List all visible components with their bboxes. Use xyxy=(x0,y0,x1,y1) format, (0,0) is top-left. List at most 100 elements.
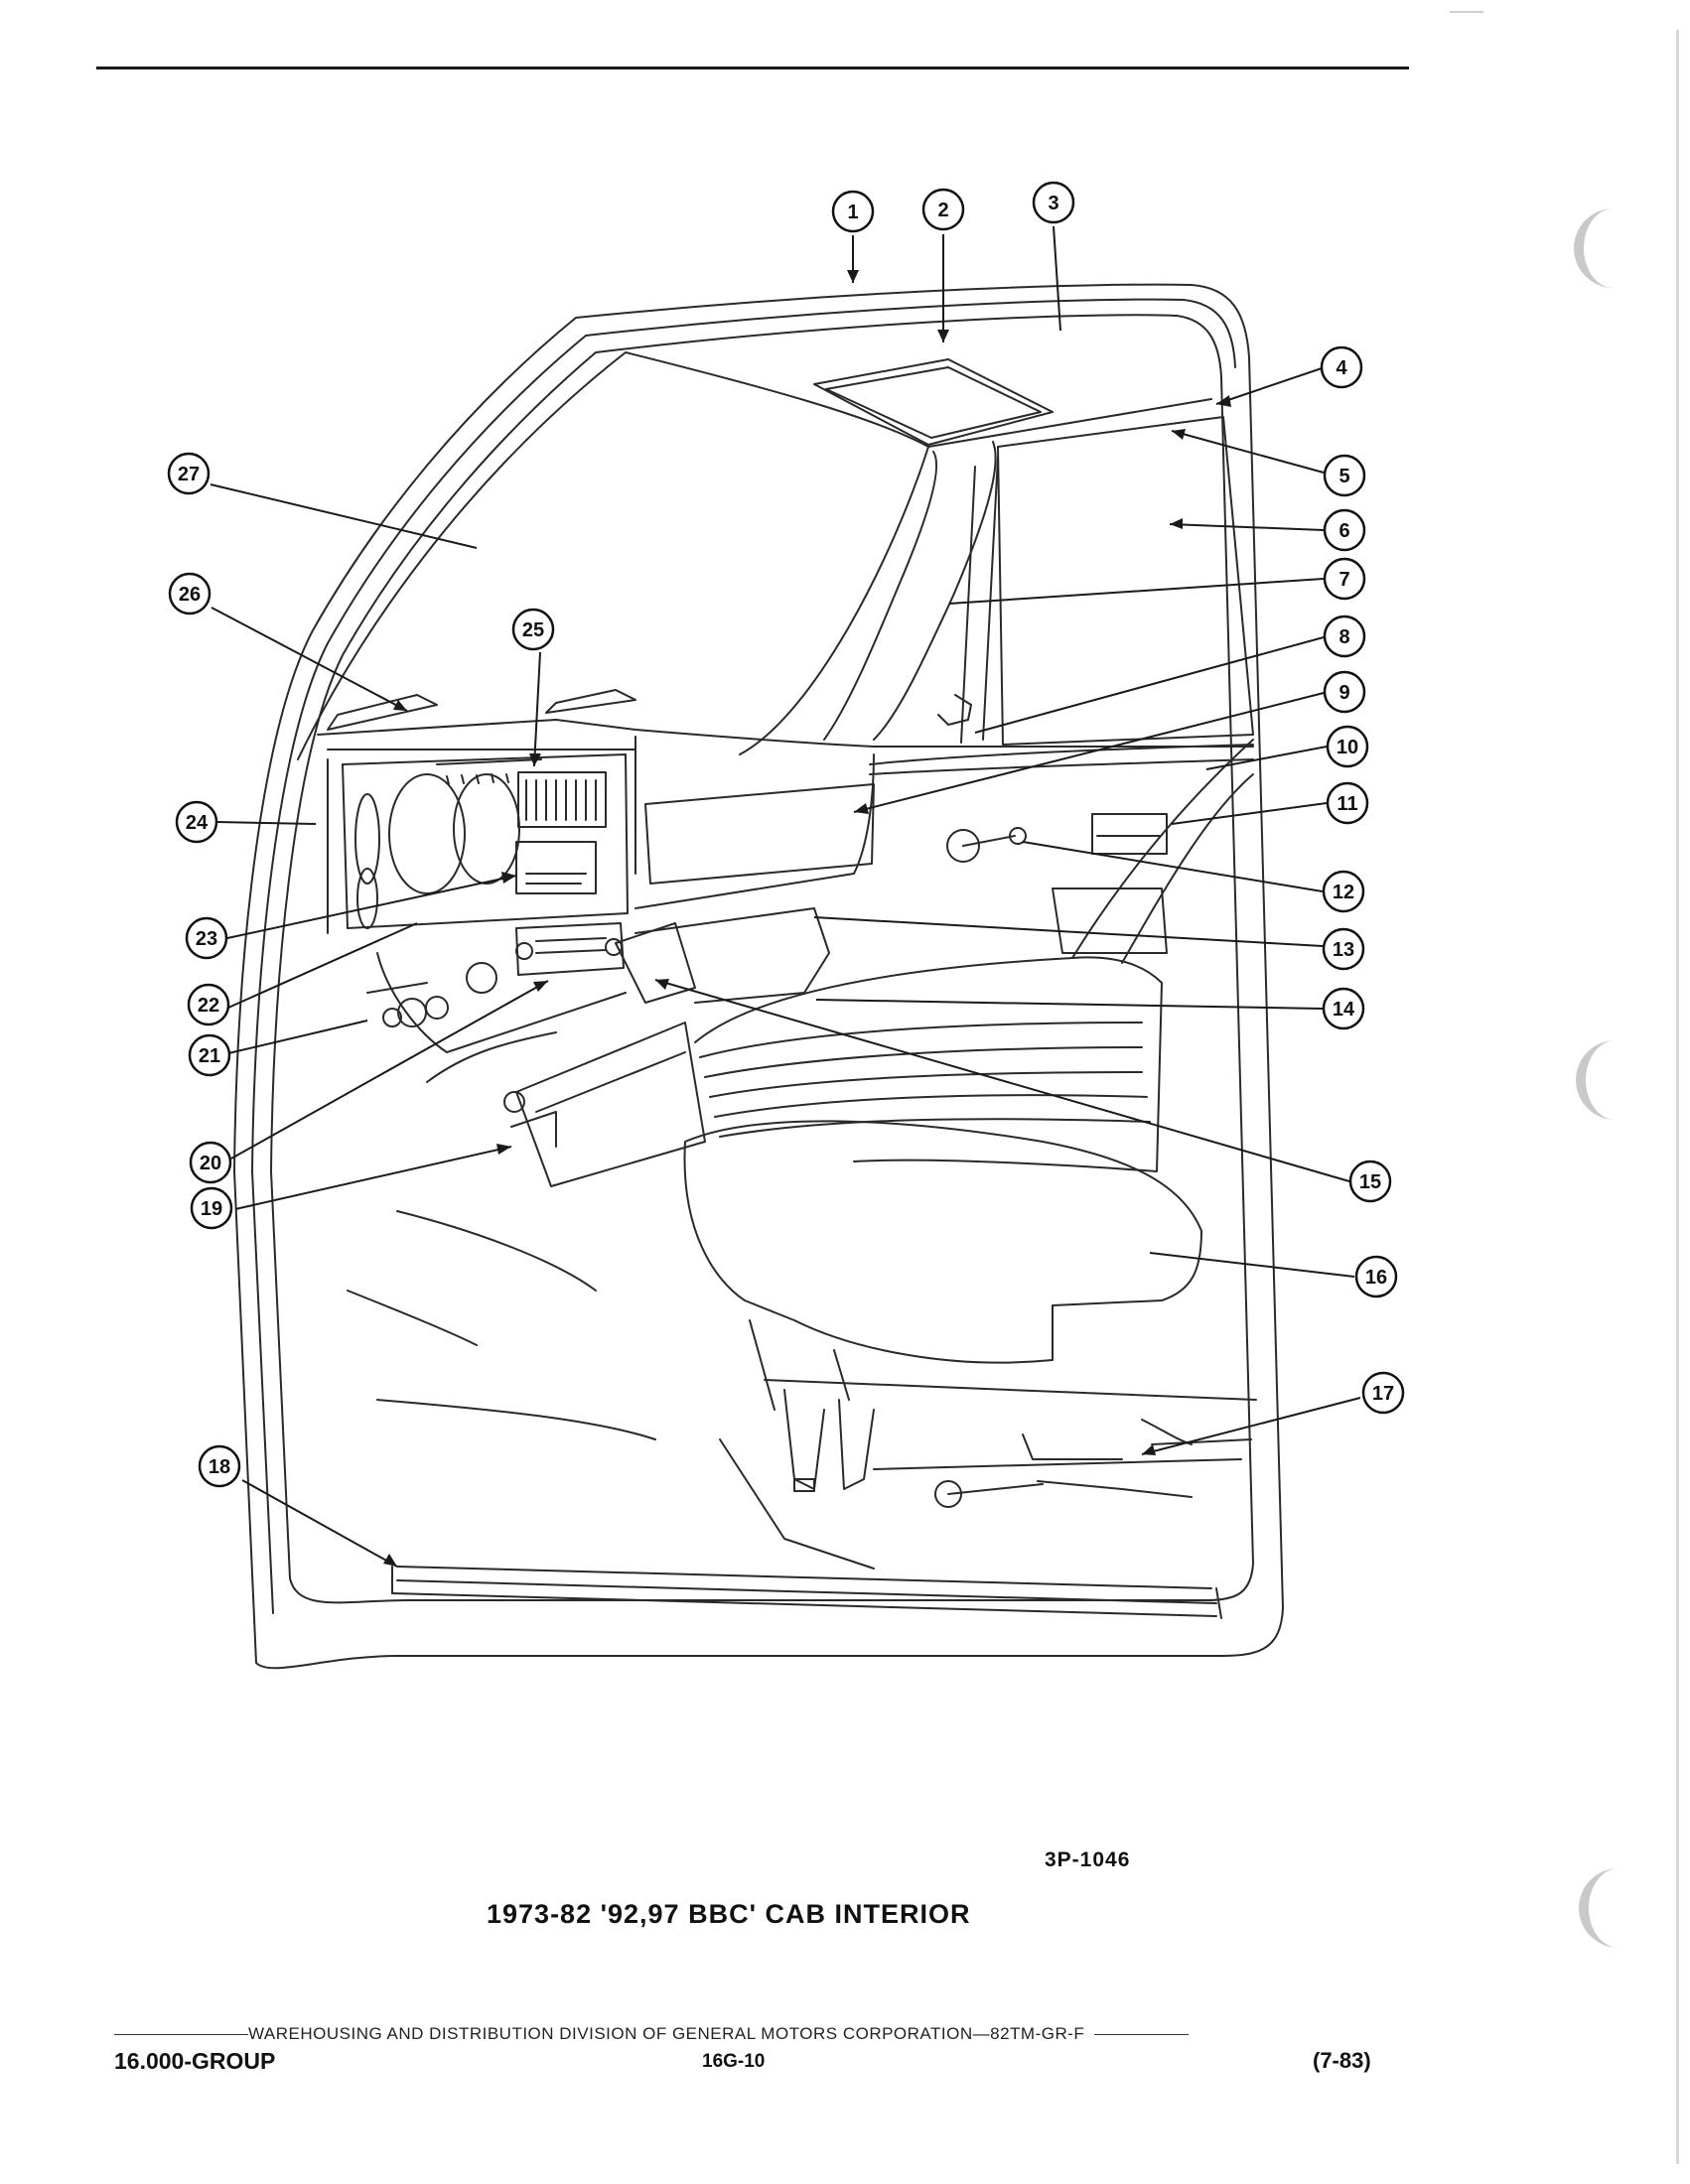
callout-circle xyxy=(167,452,211,495)
callout-circle xyxy=(921,188,965,231)
callout-circle xyxy=(1361,1371,1405,1415)
seat-cushion xyxy=(683,1120,1202,1364)
figure-id: 3P-1046 xyxy=(1045,1848,1131,1871)
callout-circle xyxy=(1323,670,1366,714)
callout-14: 14 xyxy=(1322,987,1365,1030)
callout-6: 6 xyxy=(1323,508,1366,552)
callout-13: 13 xyxy=(1322,927,1365,971)
callout-number: 2 xyxy=(937,200,948,221)
door-sill xyxy=(396,1566,1212,1589)
door-lock-knob xyxy=(937,694,972,726)
callout-circle xyxy=(1326,725,1369,768)
windshield xyxy=(297,351,929,760)
heater-control xyxy=(515,841,597,894)
callout-number: 22 xyxy=(198,995,219,1017)
callout-26: 26 xyxy=(168,572,211,615)
callout-number: 8 xyxy=(1338,626,1349,648)
callout-2: 2 xyxy=(921,188,965,231)
callout-number: 23 xyxy=(196,928,217,950)
callout-circle xyxy=(831,190,875,233)
engine-cover xyxy=(515,1022,706,1187)
page-edge-shadow xyxy=(1676,30,1679,2164)
callout-number: 5 xyxy=(1338,466,1349,487)
callout-15: 15 xyxy=(1348,1160,1392,1203)
callout-number: 4 xyxy=(1336,357,1347,379)
callout-4: 4 xyxy=(1320,345,1363,389)
corner-mark xyxy=(1450,11,1483,13)
sun-visor-right xyxy=(545,689,636,714)
callout-9: 9 xyxy=(1323,670,1366,714)
callout-number: 19 xyxy=(201,1198,222,1220)
seat-riser xyxy=(764,1379,1257,1401)
door-frame-inner xyxy=(270,314,1254,1604)
callout-circle xyxy=(175,800,218,844)
seat-adjuster-handle xyxy=(947,1483,1044,1495)
callout-number: 24 xyxy=(186,812,209,834)
footer-publisher: WAREHOUSING AND DISTRIBUTION DIVISION OF… xyxy=(248,2024,1085,2043)
figure-caption: 1973-82 '92,97 BBC' CAB INTERIOR xyxy=(487,1899,971,1929)
callout-number: 6 xyxy=(1338,520,1349,542)
binder-hole xyxy=(1579,1868,1628,1948)
callout-number: 13 xyxy=(1333,939,1354,961)
callout-3: 3 xyxy=(1032,181,1075,224)
callout-25: 25 xyxy=(511,608,555,651)
footer-publisher-line: WAREHOUSING AND DISTRIBUTION DIVISION OF… xyxy=(114,2024,1385,2044)
binder-hole xyxy=(1574,208,1623,288)
callout-circle xyxy=(188,1033,231,1077)
seat-back xyxy=(694,956,1163,1172)
callout-circle xyxy=(198,1444,241,1488)
callout-circle xyxy=(1323,454,1366,497)
callout-circle xyxy=(187,983,230,1026)
callout-24: 24 xyxy=(175,800,218,844)
door-glass xyxy=(997,416,1254,746)
callout-circle xyxy=(1032,181,1075,224)
callout-11: 11 xyxy=(1326,781,1369,825)
callout-circle xyxy=(511,608,555,651)
callout-5: 5 xyxy=(1323,454,1366,497)
callout-number: 7 xyxy=(1338,569,1349,591)
binder-hole xyxy=(1576,1040,1625,1120)
callout-20: 20 xyxy=(189,1141,232,1184)
callout-number: 3 xyxy=(1048,193,1058,214)
callout-8: 8 xyxy=(1323,614,1366,658)
center-vent xyxy=(517,771,607,828)
window-crank xyxy=(946,829,980,863)
callout-10: 10 xyxy=(1326,725,1369,768)
callout-circle xyxy=(189,1141,232,1184)
callout-number: 25 xyxy=(522,619,544,641)
ash-tray xyxy=(615,922,696,1004)
top-rule xyxy=(96,67,1409,69)
floor-line xyxy=(376,1399,656,1440)
callout-number: 10 xyxy=(1337,737,1358,758)
callout-number: 17 xyxy=(1372,1383,1394,1405)
callout-19: 19 xyxy=(190,1186,233,1230)
callout-number: 1 xyxy=(847,202,858,223)
callout-number: 14 xyxy=(1333,999,1355,1021)
footer-page-number: 16G-10 xyxy=(702,2051,766,2072)
door-handle xyxy=(1091,813,1168,855)
callout-21: 21 xyxy=(188,1033,231,1077)
callout-18: 18 xyxy=(198,1444,241,1488)
callout-number: 11 xyxy=(1337,793,1357,815)
callout-1: 1 xyxy=(831,190,875,233)
radio xyxy=(515,922,625,976)
callout-number: 27 xyxy=(178,464,200,485)
callout-number: 12 xyxy=(1333,882,1354,903)
callout-circle xyxy=(1322,870,1365,913)
callout-number: 16 xyxy=(1365,1267,1387,1289)
dome-lamp xyxy=(813,358,1054,446)
glove-box-door xyxy=(644,783,875,885)
callout-circle xyxy=(1323,557,1366,601)
footer-date: (7-83) xyxy=(1313,2048,1371,2073)
callout-16: 16 xyxy=(1354,1255,1398,1298)
callout-27: 27 xyxy=(167,452,211,495)
callout-circle xyxy=(190,1186,233,1230)
callout-number: 9 xyxy=(1338,682,1349,704)
ignition-switch xyxy=(366,982,428,994)
sun-visor-left xyxy=(327,694,438,731)
callout-number: 18 xyxy=(209,1456,230,1478)
callout-circle xyxy=(1322,987,1365,1030)
callout-circle xyxy=(185,916,228,960)
callout-circle xyxy=(168,572,211,615)
